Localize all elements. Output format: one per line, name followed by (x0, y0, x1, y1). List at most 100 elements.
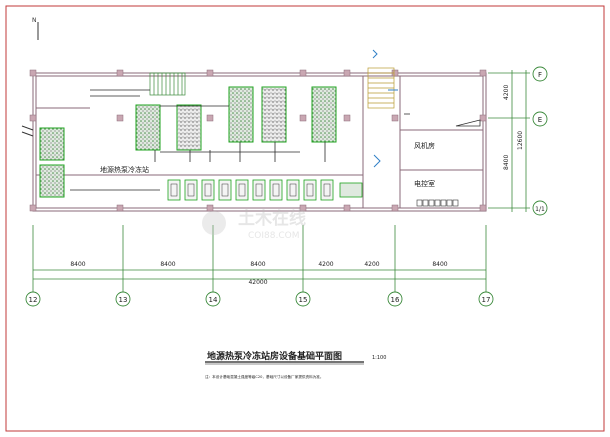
pump-base (320, 179, 334, 201)
pump-base-inner (272, 183, 280, 197)
cabinet (434, 199, 441, 207)
pump-bases-row (167, 179, 363, 201)
pump-base (235, 179, 249, 201)
drawing-title: 地源热泵冷冻站房设备基础平面图 (207, 350, 342, 362)
dim-segment: 8400 (160, 261, 175, 268)
pillar (206, 69, 214, 77)
pillar (479, 204, 487, 212)
dim-right-3: 8400 (503, 155, 510, 170)
pillar (116, 204, 124, 212)
pump-base-inner (289, 183, 297, 197)
water-tank-base (339, 182, 363, 198)
axis-bubble: 16 (387, 291, 403, 307)
axis-label: 17 (482, 296, 491, 304)
pump-base (201, 179, 215, 201)
cabinet (428, 199, 435, 207)
axis-bubble: 13 (115, 291, 131, 307)
room-label-pump-station: 地源热泵冷冻站 (100, 165, 149, 174)
wall-break-marks (21, 125, 34, 137)
piping-lines (70, 89, 326, 191)
axis-label: 15 (299, 296, 308, 304)
pillar (206, 204, 214, 212)
drawing-note: 注：本设计基础混凝土强度等级C20，基础尺寸以设备厂家提供资料为准。 (205, 374, 324, 379)
pump-base-inner (187, 183, 195, 197)
staircase-right (367, 67, 395, 109)
pillar (391, 204, 399, 212)
pump-base-inner (204, 183, 212, 197)
axis-label: 12 (29, 296, 38, 304)
axis-bubble: 12 (25, 291, 41, 307)
pillar (343, 114, 351, 122)
cabinet (416, 199, 423, 207)
axis-bubble-1-1: 1/1 (532, 200, 548, 216)
pillar (116, 114, 124, 122)
cabinet (440, 199, 447, 207)
pillar (116, 69, 124, 77)
pump-base-inner (170, 183, 178, 197)
bottom-dimension-chain (33, 269, 486, 280)
building-outline (32, 72, 487, 212)
cabinet (452, 199, 459, 207)
axis-label: 16 (391, 296, 400, 304)
cabinet (446, 199, 453, 207)
room-label-fan-room: 风机房 (414, 141, 435, 150)
cabinet (422, 199, 429, 207)
axis-label: 14 (209, 296, 218, 304)
axis-label-e: E (538, 116, 542, 124)
control-cabinets (416, 199, 459, 207)
pump-base (167, 179, 181, 201)
dim-segment: 8400 (432, 261, 447, 268)
pillar (391, 114, 399, 122)
watermark-main: 土木在线 (238, 208, 306, 229)
bottom-dimension-texts: 8400 8400 8400 4200 4200 8400 (70, 261, 447, 268)
axis-label: 13 (119, 296, 128, 304)
pump-base-inner (323, 183, 331, 197)
pump-base-inner (255, 183, 263, 197)
pump-base (303, 179, 317, 201)
pillar (29, 69, 37, 77)
partition-walls (36, 76, 483, 208)
fan-room-ramp (404, 113, 481, 127)
dim-segment: 8400 (250, 261, 265, 268)
axis-label-f: F (538, 71, 542, 79)
pump-base-inner (238, 183, 246, 197)
dim-total: 42000 (248, 279, 267, 286)
axis-grid-lines (32, 225, 487, 292)
pillar (479, 114, 487, 122)
bottom-axis-bubbles: 12 13 14 15 16 17 (25, 291, 494, 307)
pump-base (218, 179, 232, 201)
watermark-sub: COI88.COM (248, 231, 299, 241)
axis-label-1-1: 1/1 (535, 206, 545, 213)
pump-base (184, 179, 198, 201)
right-dimension-chain (488, 70, 530, 212)
north-label: N (32, 17, 37, 24)
axis-bubble: 17 (478, 291, 494, 307)
pump-base-inner (221, 183, 229, 197)
drawing-scale: 1:100 (372, 355, 386, 361)
watermark: 土木在线 COI88.COM (202, 208, 306, 241)
axis-bubble: 15 (295, 291, 311, 307)
dim-segment: 4200 (364, 261, 379, 268)
pillar (479, 69, 487, 77)
pillar (299, 204, 307, 212)
pump-base-inner (306, 183, 314, 197)
pillar (29, 114, 37, 122)
dim-right-2: 12600 (517, 131, 524, 150)
dim-segment: 8400 (70, 261, 85, 268)
pillar (343, 69, 351, 77)
axis-bubble-e: E (532, 111, 548, 127)
service-marks (372, 49, 398, 168)
pillar (343, 204, 351, 212)
pillar (299, 114, 307, 122)
column-pillars (29, 69, 487, 212)
axis-bubble-f: F (532, 66, 548, 82)
north-arrow-icon: N (32, 17, 39, 40)
pillar (299, 69, 307, 77)
pillar (29, 204, 37, 212)
room-label-control-room: 电控室 (414, 179, 435, 188)
pillar (206, 114, 214, 122)
equipment-bases (39, 86, 337, 198)
dim-segment: 4200 (318, 261, 333, 268)
pump-base (252, 179, 266, 201)
